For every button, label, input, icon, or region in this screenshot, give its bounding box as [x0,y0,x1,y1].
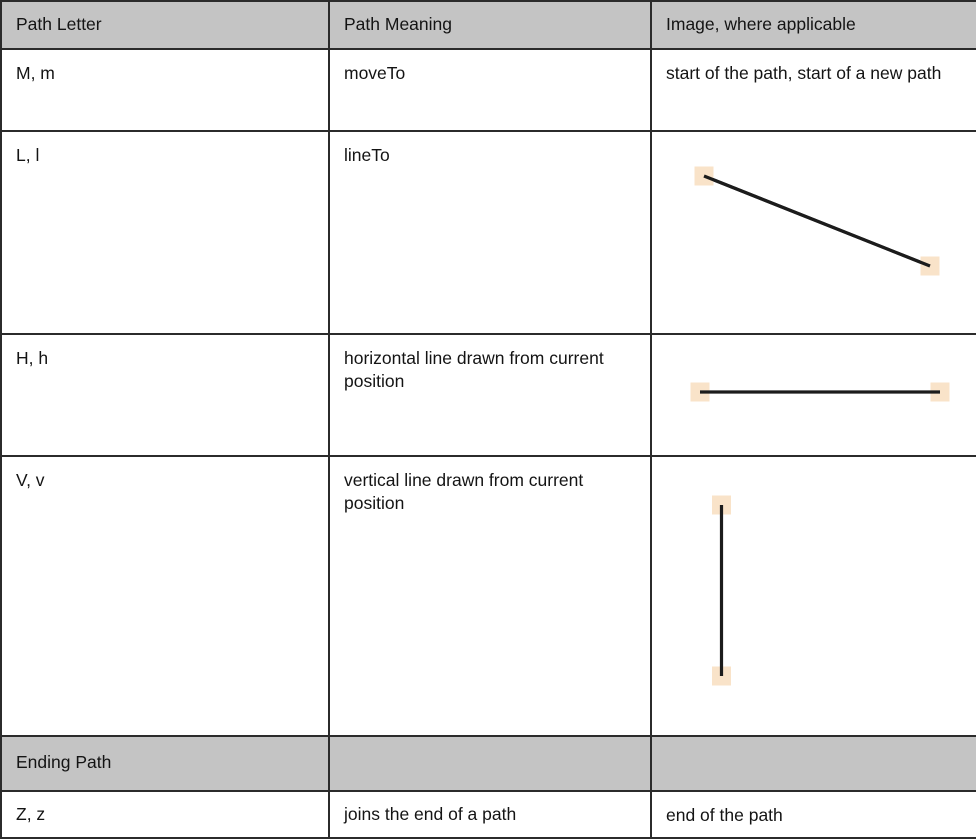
cell-path-letter: H, h [1,334,330,457]
cell-image-description: start of the path, start of a new path [651,49,976,132]
cell-path-letter: Z, z [1,791,330,839]
cell-image-figure [651,131,976,335]
table-row: V, v vertical line drawn from current po… [1,456,976,737]
cell-path-meaning: joins the end of a path [329,791,652,839]
table-row: Z, z joins the end of a path end of the … [1,791,976,839]
horizontal-line-figure-wrap [652,335,976,455]
horizontal-line-icon [690,382,950,402]
cell-image-figure [651,334,976,457]
vertical-line-figure-wrap [652,457,976,735]
cell-section-empty [329,736,652,792]
cell-image-figure [651,456,976,737]
cell-path-letter: L, l [1,131,330,335]
table-section-row: Ending Path [1,736,976,792]
diagonal-line-icon [694,166,940,276]
table-header: Path Letter Path Meaning Image, where ap… [1,1,976,50]
cell-path-meaning: horizontal line drawn from current posit… [329,334,652,457]
diagonal-line-figure-wrap [652,132,976,333]
table-body: M, m moveTo start of the path, start of … [1,49,976,839]
cell-path-meaning: lineTo [329,131,652,335]
cell-section-empty-image [651,736,976,792]
cell-path-meaning: moveTo [329,49,652,132]
cell-path-letter: M, m [1,49,330,132]
cell-path-meaning: vertical line drawn from current positio… [329,456,652,737]
vertical-line-icon [712,495,731,686]
column-header-path-meaning: Path Meaning [329,1,652,50]
table-row: L, l lineTo [1,131,976,335]
cell-path-letter: V, v [1,456,330,737]
column-header-path-letter: Path Letter [1,1,330,50]
cell-image-description: end of the path [651,791,976,839]
column-header-image: Image, where applicable [651,1,976,50]
cell-section-title: Ending Path [1,736,330,792]
table-row: H, h horizontal line drawn from current … [1,334,976,457]
table-header-row: Path Letter Path Meaning Image, where ap… [1,1,976,50]
table-row: M, m moveTo start of the path, start of … [1,49,976,132]
